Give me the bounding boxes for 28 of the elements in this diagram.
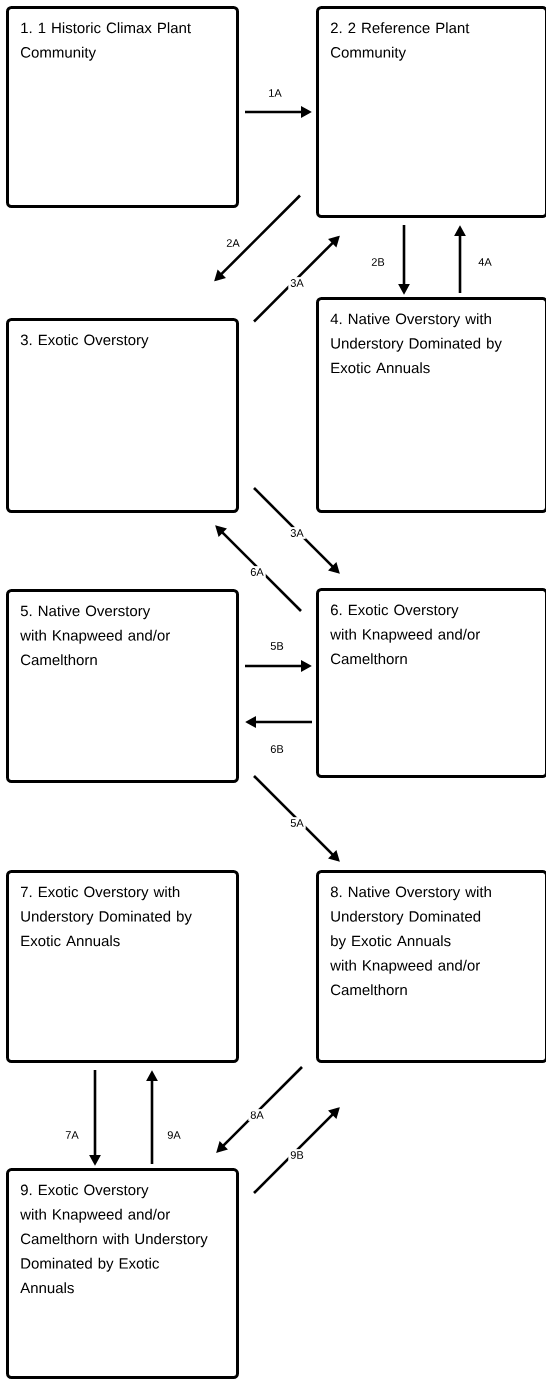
edge-label: 9A (165, 1129, 183, 1141)
edge-label: 5B (268, 640, 286, 652)
state-box: 6. Exotic Overstory with Knapweed and/or Camelthorn (316, 588, 546, 778)
edge-label: 8A (248, 1109, 266, 1121)
arrow (215, 525, 302, 612)
state-box: 2. 2 Reference Plant Community (316, 6, 546, 218)
state-box: 7. Exotic Overstory with Understory Dominated by Exotic Annuals (6, 870, 239, 1063)
edge-label: 7A (63, 1129, 81, 1141)
edge-label: 2B (369, 256, 387, 268)
arrow (253, 487, 340, 574)
edge-label: 3A (288, 527, 306, 539)
edge-label: 2A (224, 237, 242, 249)
arrow (216, 1066, 303, 1153)
state-box: 9. Exotic Overstory with Knapweed and/or Camelthorn with Understory Dominated by Exotic Annuals (6, 1168, 239, 1379)
state-box: 4. Native Overstory with Understory Dominated by Exotic Annuals (316, 297, 546, 513)
edge-label: 9B (288, 1149, 306, 1161)
state-box: 1. 1 Historic Climax Plant Community (6, 6, 239, 208)
state-box: 8. Native Overstory with Understory Dominated by Exotic Annuals with Knapweed and/or Camelthorn (316, 870, 546, 1063)
state-box: 3. Exotic Overstory (6, 318, 239, 513)
edge-label: 6A (248, 566, 266, 578)
edge-label: 5A (288, 817, 306, 829)
edge-label: 1A (266, 87, 284, 99)
arrow (253, 775, 340, 862)
arrow (253, 1107, 340, 1194)
state-box: 5. Native Overstory with Knapweed and/or Camelthorn (6, 589, 239, 783)
edge-label: 6B (268, 743, 286, 755)
edge-label: 4A (476, 256, 494, 268)
edge-label: 3A (288, 277, 306, 289)
